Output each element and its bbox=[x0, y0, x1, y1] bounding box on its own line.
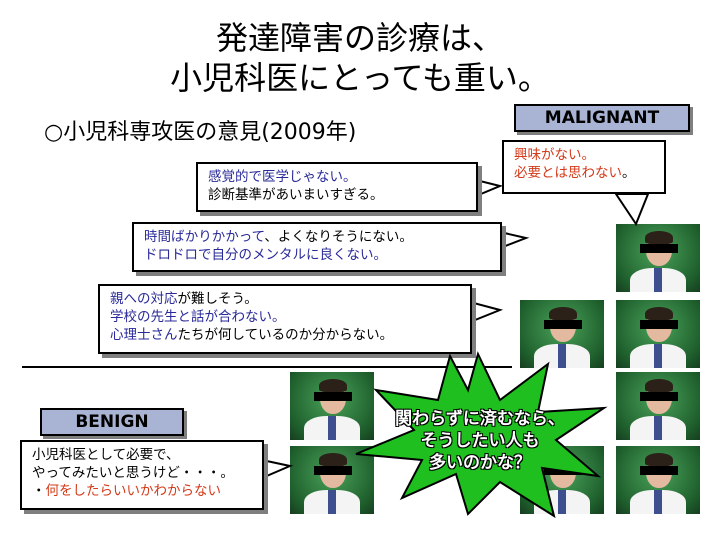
star-burst bbox=[355, 351, 608, 519]
doctor-photo bbox=[290, 446, 374, 514]
title-line-1: 発達障害の診療は、 bbox=[215, 19, 504, 57]
bubble2-line-1b: 、よくなりそうにない。 bbox=[264, 229, 413, 245]
benign-line-3b: 何をしたらいいかわからない bbox=[45, 483, 222, 499]
bubble3-line-1b: が難しそう。 bbox=[177, 291, 258, 307]
benign-line-3a: ・ bbox=[32, 483, 46, 499]
bubble3-line-3b: たちが何しているのか分からない。 bbox=[177, 327, 394, 343]
malignant-line-1: 興味がない。 bbox=[514, 147, 595, 163]
star-line-2: そうしたい人も bbox=[420, 431, 540, 451]
doctor-photo bbox=[616, 446, 700, 514]
benign-line-2: やってみたいと思うけど・・・。 bbox=[32, 465, 234, 481]
bubble2-line-1a: 時間ばかりかかって bbox=[144, 229, 265, 245]
divider-line bbox=[22, 366, 512, 368]
benign-line-1: 小児科医として必要で、 bbox=[32, 447, 180, 463]
star-line-3: 多いのかな？ bbox=[429, 453, 531, 473]
malignant-bubble: 興味がない。 必要とは思わない。 bbox=[502, 140, 666, 194]
malignant-label: MALIGNANT bbox=[514, 104, 690, 132]
opinion-bubble-3: 親への対応が難しそう。 学校の先生と話が合わない。 心理士さんたちが何しているの… bbox=[98, 284, 472, 354]
bubble1-line-2: 診断基準があいまいすぎる。 bbox=[208, 187, 384, 203]
star-text: 関わらずに済むなら、 そうしたい人も 多いのかな？ bbox=[395, 408, 565, 474]
doctor-photo bbox=[616, 372, 700, 440]
bubble3-line-1a: 親への対応 bbox=[110, 291, 178, 307]
doctor-photo bbox=[616, 224, 700, 292]
opinion-bubble-1: 感覚的で医学じゃない。 診断基準があいまいすぎる。 bbox=[196, 162, 478, 212]
benign-bubble: 小児科医として必要で、 やってみたいと思うけど・・・。 ・何をしたらいいかわから… bbox=[20, 440, 264, 510]
bubble3-line-3a: 心理士さん bbox=[110, 327, 178, 343]
bubble1-line-1: 感覚的で医学じゃない。 bbox=[208, 169, 357, 185]
bubble2-line-2: ドロドロで自分のメンタルに良くない。 bbox=[144, 247, 387, 263]
doctor-photo bbox=[616, 300, 700, 368]
doctor-photo bbox=[520, 300, 604, 368]
subtitle: ○小児科専攻医の意見(2009年) bbox=[44, 120, 357, 145]
title-line-2: 小児科医にとっても重い。 bbox=[170, 59, 550, 97]
bubble3-line-2: 学校の先生と話が合わない。 bbox=[110, 309, 286, 325]
malignant-line-2b: 。 bbox=[622, 165, 636, 181]
star-line-1: 関わらずに済むなら、 bbox=[395, 409, 565, 429]
doctor-photo bbox=[290, 372, 374, 440]
opinion-bubble-2: 時間ばかりかかって、よくなりそうにない。 ドロドロで自分のメンタルに良くない。 bbox=[132, 222, 502, 272]
benign-label: BENIGN bbox=[40, 408, 184, 436]
malignant-line-2a: 必要とは思わない bbox=[514, 165, 622, 181]
